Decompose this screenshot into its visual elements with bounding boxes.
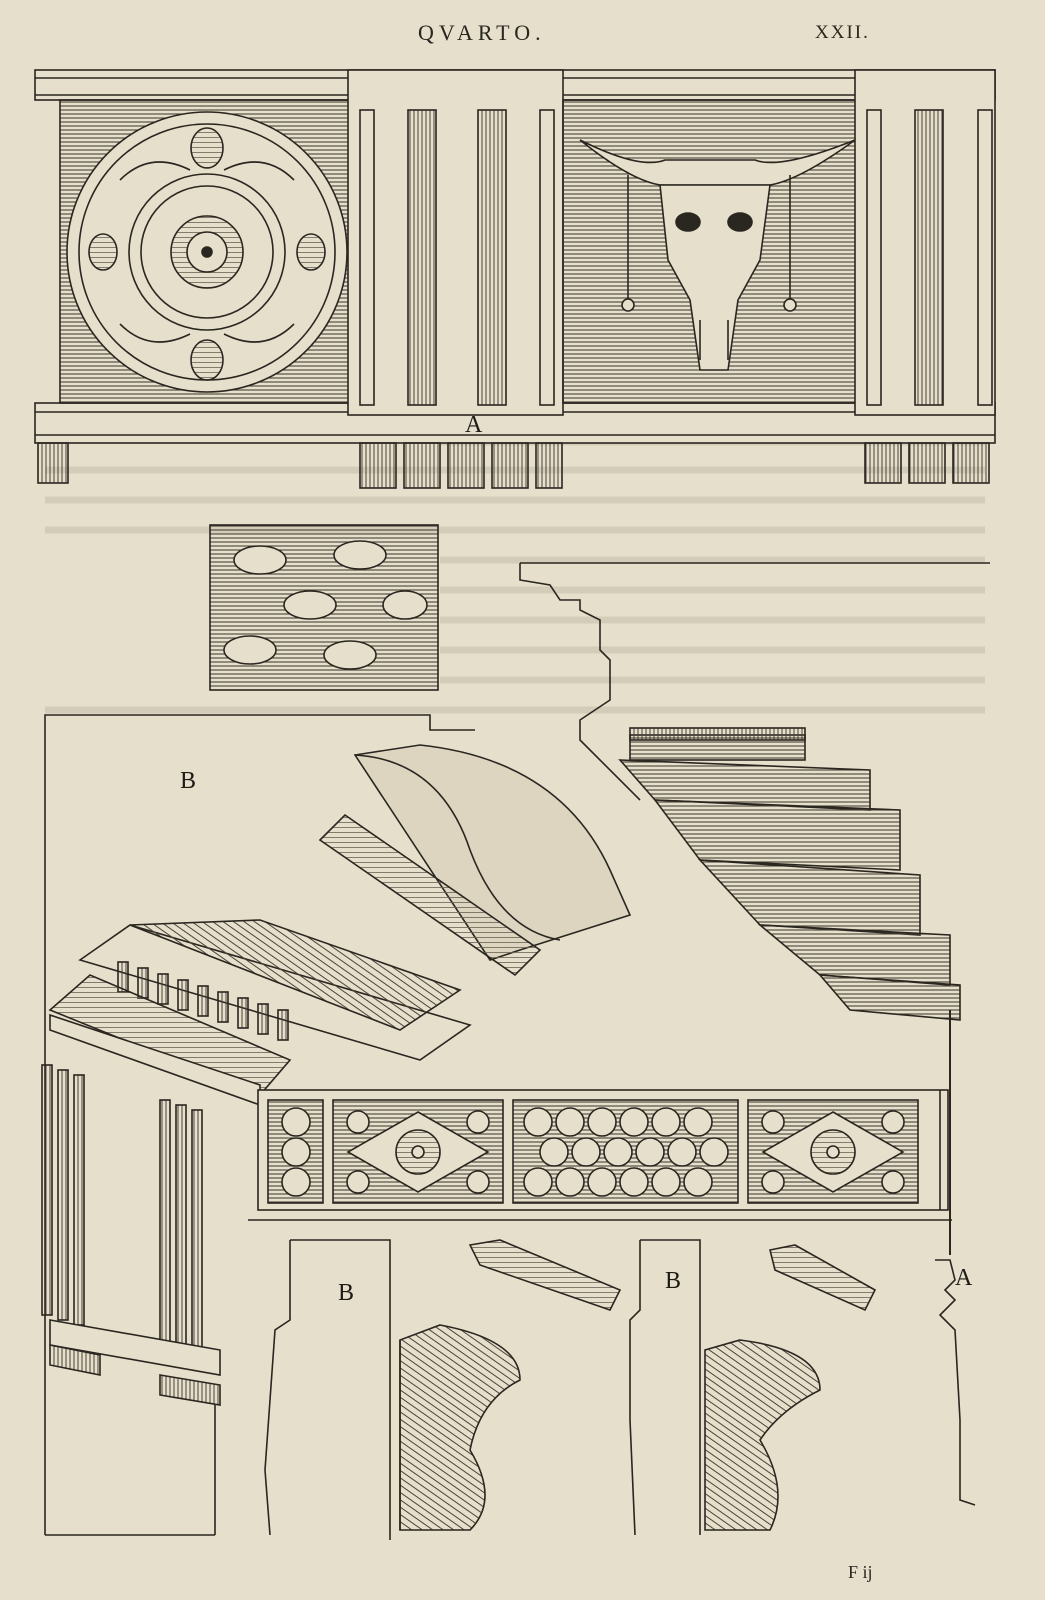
label-a-profile: A — [955, 1265, 973, 1291]
cornice-section — [41, 714, 961, 1536]
label-a-frieze: A — [465, 412, 483, 438]
label-b-console-two: B — [665, 1268, 682, 1294]
coffer-circles — [281, 1107, 905, 1197]
signature-mark: F ij — [848, 1562, 873, 1582]
coffer-strip — [248, 1089, 952, 1221]
label-b-cornice: B — [180, 768, 197, 794]
top-frieze — [34, 69, 996, 489]
bucranium-icon — [579, 139, 856, 371]
folio-number: XXII. — [815, 22, 870, 43]
soffit-panel — [209, 524, 439, 691]
guttae-row — [37, 442, 990, 489]
running-head: QVARTO. — [418, 20, 546, 45]
lozenge-rosette-icon — [346, 1111, 905, 1193]
label-b-console-one: B — [338, 1280, 355, 1306]
rosette-medallion-icon — [66, 111, 348, 393]
console-profiles — [264, 1239, 976, 1540]
